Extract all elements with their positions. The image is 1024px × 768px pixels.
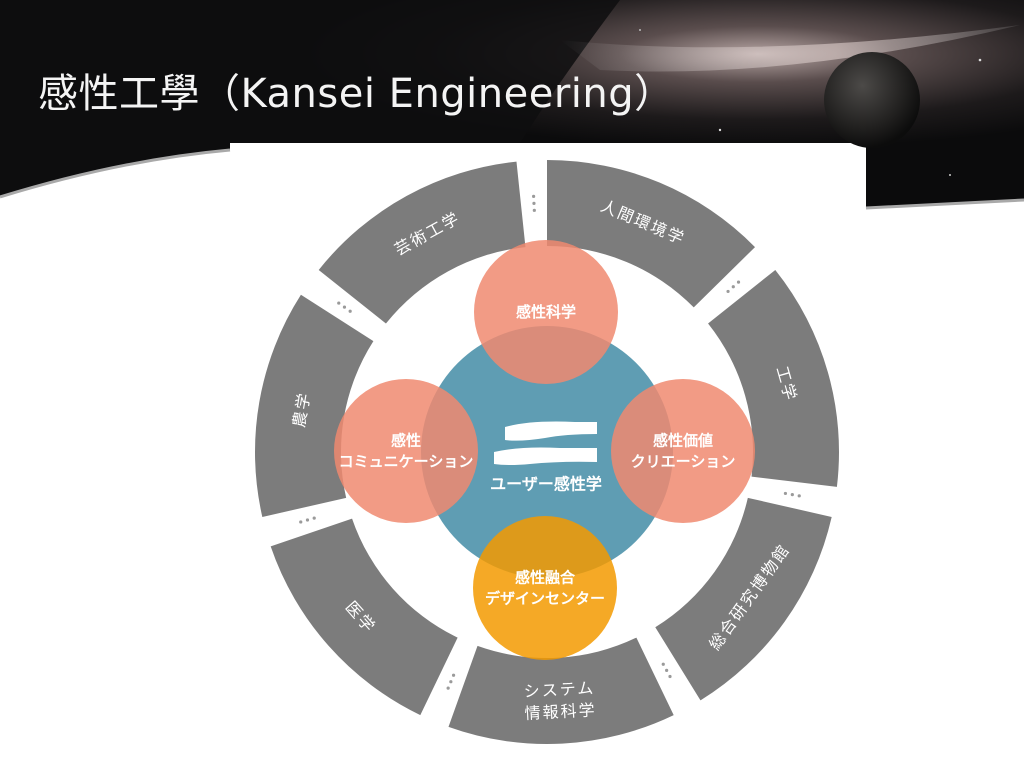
circle-label-bottom: 感性融合 — [515, 569, 576, 587]
connector-dot — [731, 285, 735, 289]
connector-dot — [451, 673, 456, 677]
ring-segment — [254, 294, 374, 517]
slide-title: 感性工學（Kansei Engineering） — [38, 71, 675, 117]
ring-segment — [655, 497, 832, 701]
connector-dot — [446, 686, 450, 690]
connector-dot — [449, 680, 453, 684]
ring-segment-label: システム — [523, 678, 595, 701]
circle-label-right: 感性価値 — [653, 432, 713, 450]
kansei-logo-icon — [494, 421, 597, 465]
connector-dot — [337, 301, 341, 305]
connector-dot — [532, 194, 536, 198]
circle-bottom — [473, 516, 617, 660]
connector-dot — [661, 662, 665, 666]
circle-label-top: 感性科学 — [516, 303, 576, 321]
connector-dot — [790, 493, 794, 497]
connector-dot — [668, 674, 672, 679]
center-group: ユーザー感性学 — [490, 421, 602, 494]
connector-dot — [312, 516, 316, 520]
circle-top — [474, 240, 618, 384]
circle-label-left: コミュニケーション — [339, 453, 474, 471]
header-banner: 感性工學（Kansei Engineering） — [0, 0, 1024, 215]
ring-segment — [318, 161, 526, 324]
connector-dot — [797, 494, 801, 498]
connector-dot — [665, 668, 669, 672]
center-label: ユーザー感性学 — [490, 475, 602, 494]
connector-dot — [299, 520, 303, 524]
circle-left — [334, 379, 478, 523]
circle-right — [611, 379, 755, 523]
space-background — [0, 0, 1024, 210]
moon-icon — [824, 52, 920, 148]
connector-dot — [736, 280, 741, 284]
circle-label-right: クリエーション — [631, 453, 736, 471]
ring-segment — [547, 160, 756, 308]
connector-dot — [305, 518, 310, 522]
connector-dot — [783, 491, 788, 496]
ring-segment — [448, 637, 674, 744]
circle-label-left: 感性 — [391, 432, 421, 450]
ring-segment-label: 情報科学 — [524, 700, 597, 723]
ring-segment — [270, 518, 458, 716]
connector-dot — [726, 289, 730, 294]
connector-dot — [532, 208, 536, 212]
ring-segment — [708, 269, 839, 487]
connector-dot — [342, 305, 347, 309]
circle-label-bottom: デザインセンター — [485, 590, 605, 608]
connector-dot — [348, 309, 352, 313]
ring-connectors — [299, 194, 801, 690]
connector-dot — [532, 201, 536, 205]
